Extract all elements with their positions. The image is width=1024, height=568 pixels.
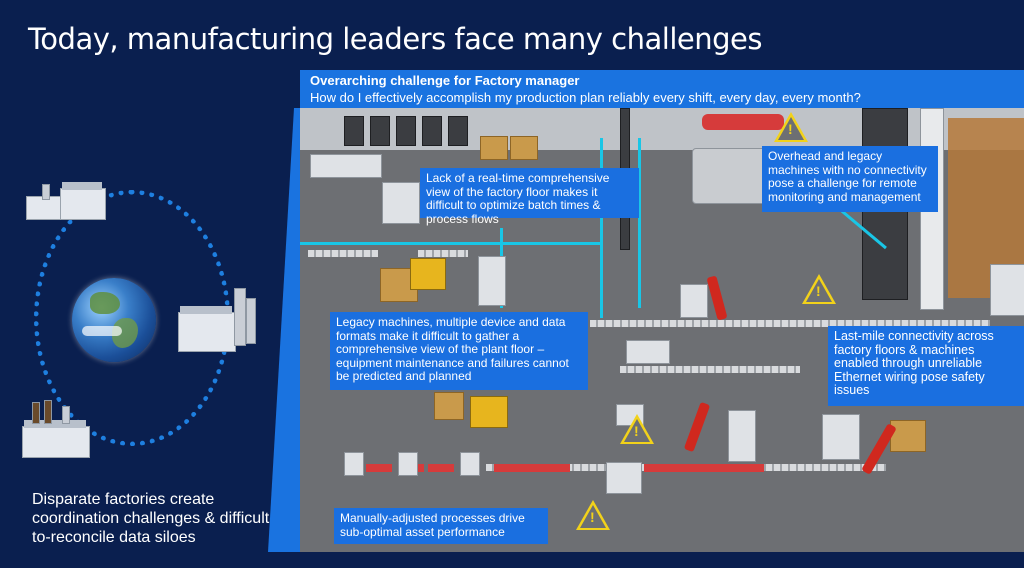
globe-land (90, 292, 120, 314)
forklift-icon (470, 396, 508, 428)
slide-title: Today, manufacturing leaders face many c… (28, 22, 762, 56)
header-subtitle: How do I effectively accomplish my produ… (310, 90, 861, 105)
robot-arm-icon (683, 401, 711, 453)
robot-arm-icon (706, 275, 728, 321)
factory-icon (20, 176, 112, 224)
callout-legacy-connectivity: Overhead and legacy machines with no con… (762, 146, 938, 212)
callout-manual-processes: Manually-adjusted processes drive sub-op… (334, 508, 548, 544)
left-caption: Disparate factories create coordination … (32, 491, 275, 546)
callout-last-mile: Last-mile connectivity across factory fl… (828, 326, 1024, 406)
callout-realtime-view: Lack of a real-time comprehensive view o… (420, 168, 639, 225)
header-title: Overarching challenge for Factory manage… (310, 73, 580, 88)
factory-icon (176, 284, 266, 356)
factory-icon (18, 400, 96, 462)
globe-icon (72, 278, 156, 362)
callout-data-formats: Legacy machines, multiple device and dat… (330, 312, 588, 390)
perspective-accent (268, 108, 300, 552)
globe-cloud (82, 326, 122, 336)
forklift-icon (410, 258, 446, 290)
challenge-header: Overarching challenge for Factory manage… (300, 70, 1024, 108)
